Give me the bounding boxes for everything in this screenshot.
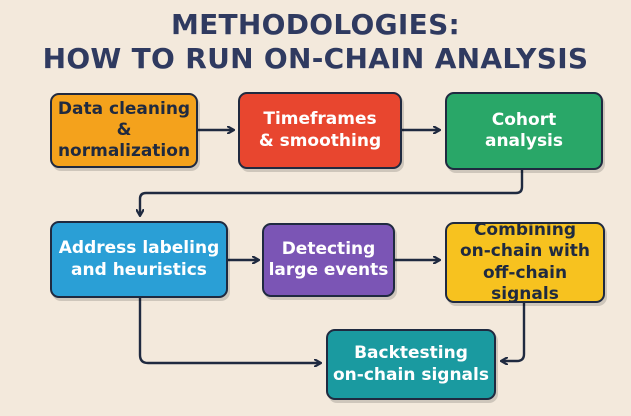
step-backtesting-line-2: on-chain signals — [333, 364, 489, 385]
step-data-cleaning-line-1: Data cleaning — [57, 98, 191, 119]
title-line-2: HOW TO RUN ON-CHAIN ANALYSIS — [42, 42, 589, 75]
step-combining-line-1: Combining — [473, 220, 577, 240]
step-detecting-large-events: Detecting large events — [262, 223, 395, 297]
step-cohort-analysis-line-2: analysis — [484, 131, 564, 151]
step-backtesting-line-1: Backtesting — [354, 343, 468, 364]
step-cohort-analysis-line-1: Cohort — [491, 109, 557, 130]
step-address-labeling-line-2: and heuristics — [71, 259, 207, 280]
step-address-labeling-line-1: Address labeling — [58, 238, 220, 259]
step-address-labeling: Address labeling and heuristics — [50, 221, 228, 298]
arrow-combining-to-backtesting — [502, 301, 526, 361]
arrow-cohort-to-address-labeling — [140, 168, 524, 215]
arrow-address-labeling-to-backtesting — [138, 296, 320, 363]
title-line-1: METHODOLOGIES: — [170, 8, 461, 41]
step-timeframes-line-1: Timeframes — [263, 109, 377, 130]
step-combining-signals: Combining on-chain with off-chain signal… — [445, 220, 605, 304]
step-cohort-analysis: Cohort analysis — [445, 92, 603, 170]
step-detecting-line-2: large events — [268, 260, 389, 280]
step-combining-line-2: on-chain with — [459, 241, 591, 262]
step-data-cleaning-line-2: & normalization — [57, 119, 191, 162]
step-backtesting: Backtesting on-chain signals — [326, 329, 496, 400]
step-timeframes: Timeframes & smoothing — [238, 92, 402, 169]
step-combining-line-3: off-chain signals — [482, 262, 568, 304]
step-timeframes-line-2: & smoothing — [258, 130, 382, 151]
step-data-cleaning: Data cleaning & normalization — [50, 93, 198, 168]
step-detecting-line-1: Detecting — [281, 238, 376, 259]
